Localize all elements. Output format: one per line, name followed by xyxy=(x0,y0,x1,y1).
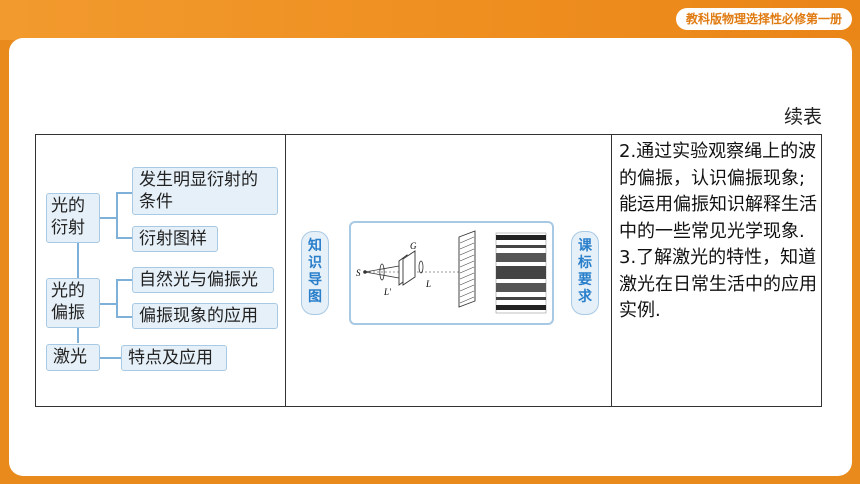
continued-label: 续表 xyxy=(783,106,822,128)
polarizer-label: G xyxy=(410,241,417,251)
polarizer-sheet xyxy=(402,250,416,286)
polarization-experiment-diagram: S L′ G L xyxy=(349,221,554,325)
column-divider xyxy=(285,135,286,406)
connector xyxy=(116,192,118,238)
mindmap-leaf: 衍射图样 xyxy=(132,226,218,252)
grating-hatch xyxy=(459,236,475,304)
mindmap-node-diffraction: 光的衍射 xyxy=(46,193,100,243)
connector xyxy=(99,217,116,219)
requirements-text: 2.通过实验观察绳上的波的偏振，认识偏振现象;能运用偏振知识解释生活中的一些常见… xyxy=(619,139,819,325)
knowledge-map-label: 知识导图 xyxy=(301,231,329,315)
curriculum-req-label: 课标要求 xyxy=(571,231,599,315)
mindmap-node-laser: 激光 xyxy=(46,344,100,371)
connector xyxy=(99,303,116,305)
connector xyxy=(116,279,118,317)
mindmap-node-polarization: 光的偏振 xyxy=(46,278,100,328)
requirement-item: 3.了解激光的特性，知道激光在日常生活中的应用实例. xyxy=(619,247,817,321)
summary-table: 光的衍射 发生明显衍射的条件 衍射图样 光的偏振 自然光与偏振光 偏振现象的应用… xyxy=(35,134,822,407)
mindmap-leaf: 自然光与偏振光 xyxy=(132,267,274,293)
mindmap-leaf: 发生明显衍射的条件 xyxy=(132,167,278,215)
source-point xyxy=(363,270,367,274)
requirement-item: 2.通过实验观察绳上的波的偏振，认识偏振现象;能运用偏振知识解释生活中的一些常见… xyxy=(619,141,817,242)
connector xyxy=(116,279,132,281)
connector xyxy=(116,316,132,318)
mindmap-leaf: 偏振现象的应用 xyxy=(132,303,278,329)
connector xyxy=(116,237,132,239)
lens-icon xyxy=(418,260,424,274)
mindmap-leaf: 特点及应用 xyxy=(121,345,227,371)
interference-pattern xyxy=(495,232,547,314)
connector xyxy=(99,357,121,359)
experiment-svg: S L′ G L xyxy=(356,230,547,314)
lens-icon xyxy=(379,263,385,281)
lens-label: L xyxy=(425,279,431,289)
curriculum-req-text: 课标要求 xyxy=(578,238,592,305)
connector xyxy=(116,192,132,194)
analyzer-label: L′ xyxy=(383,287,392,297)
column-divider xyxy=(611,135,612,406)
top-banner: 教科版物理选择性必修第一册 xyxy=(0,0,860,40)
knowledge-map-text: 知识导图 xyxy=(308,238,322,305)
source-label: S xyxy=(356,268,361,278)
book-title-badge: 教科版物理选择性必修第一册 xyxy=(675,8,852,30)
